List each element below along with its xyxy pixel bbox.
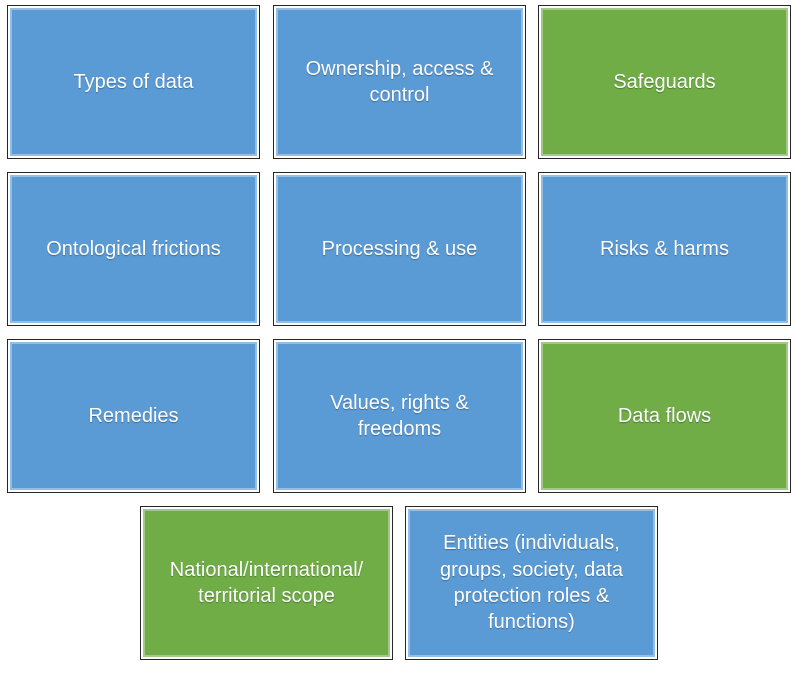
box-ontological-frictions: Ontological frictions: [7, 172, 260, 326]
box-remedies: Remedies: [7, 339, 260, 493]
box-ownership-access-control: Ownership, access & control: [273, 5, 526, 159]
box-entities: Entities (individuals, groups, society, …: [405, 506, 658, 660]
box-processing-use: Processing & use: [273, 172, 526, 326]
box-national-international-territorial-scope: National/international/ territorial scop…: [140, 506, 393, 660]
box-values-rights-freedoms: Values, rights & freedoms: [273, 339, 526, 493]
box-types-of-data: Types of data: [7, 5, 260, 159]
box-data-flows: Data flows: [538, 339, 791, 493]
box-safeguards: Safeguards: [538, 5, 791, 159]
box-risks-harms: Risks & harms: [538, 172, 791, 326]
